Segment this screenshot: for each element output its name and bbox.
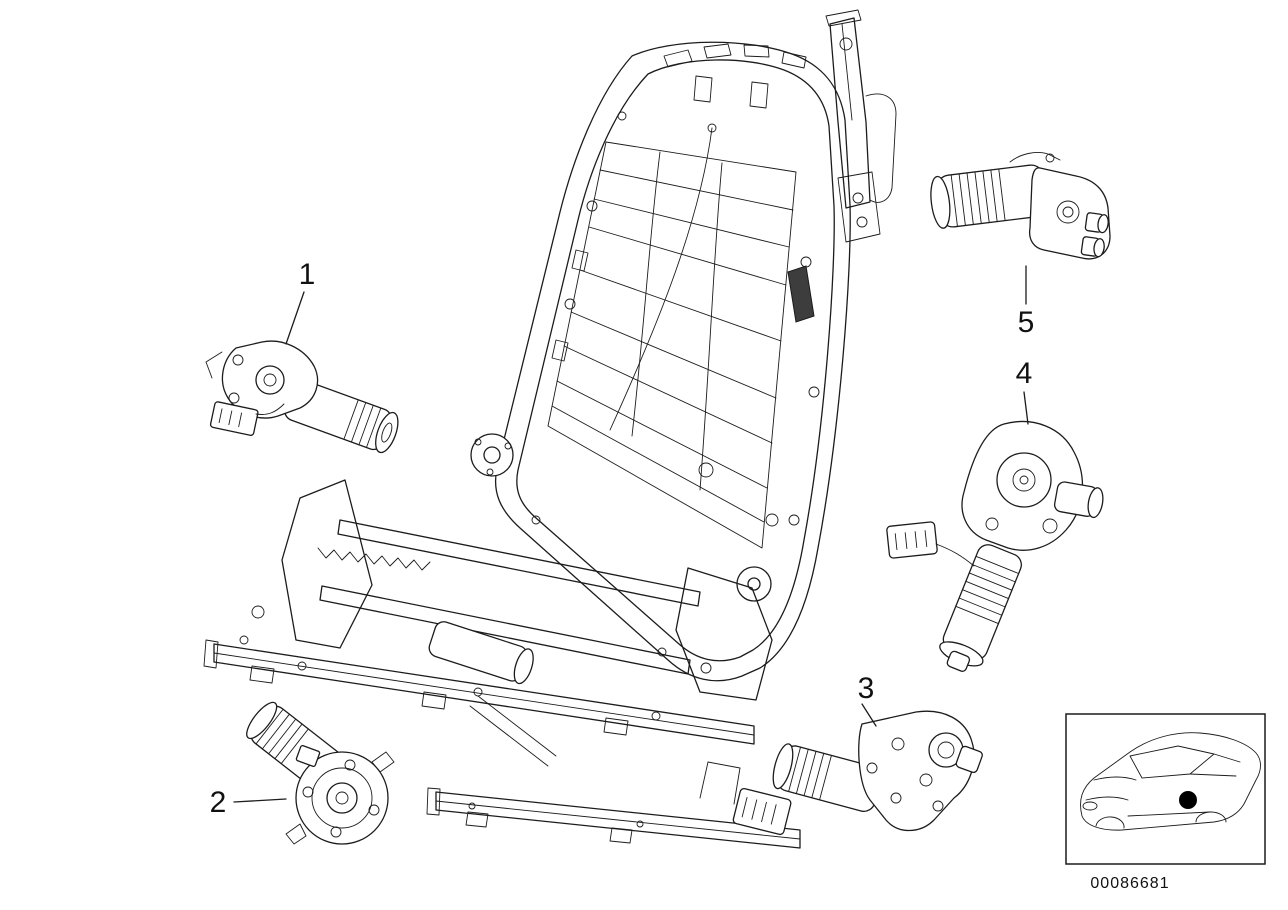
seat-location-dot [1179, 791, 1197, 809]
thumbnail-border [1065, 713, 1266, 865]
car-position-thumbnail [1065, 713, 1266, 865]
callout-5[interactable]: 5 [1018, 265, 1035, 339]
part-3-motor[interactable] [732, 710, 983, 836]
car-outline-icon [1080, 732, 1261, 831]
callout-label-3[interactable]: 3 [858, 672, 875, 705]
seat-rails [203, 639, 801, 849]
callout-4[interactable]: 4 [1016, 357, 1033, 425]
backrest-frame [470, 41, 851, 682]
part-1-motor[interactable] [205, 340, 402, 455]
callout-2[interactable]: 2 [210, 786, 287, 819]
part-2-motor[interactable] [242, 698, 395, 845]
belt-tensioner-bar [825, 9, 897, 243]
seat-frame [203, 9, 897, 849]
callout-label-5[interactable]: 5 [1018, 306, 1035, 339]
part-4-motor[interactable] [886, 420, 1105, 678]
image-code: 00086681 [1090, 875, 1169, 892]
part-5-motor[interactable] [928, 151, 1111, 260]
callouts: 1 2 3 4 5 [210, 258, 1035, 819]
callout-label-1[interactable]: 1 [299, 258, 316, 291]
lumbar-grid [547, 123, 797, 549]
callout-label-4[interactable]: 4 [1016, 357, 1033, 390]
callout-3[interactable]: 3 [858, 672, 877, 727]
seat-base-frame [239, 479, 773, 767]
callout-1[interactable]: 1 [285, 258, 316, 345]
callout-label-2[interactable]: 2 [210, 786, 227, 819]
